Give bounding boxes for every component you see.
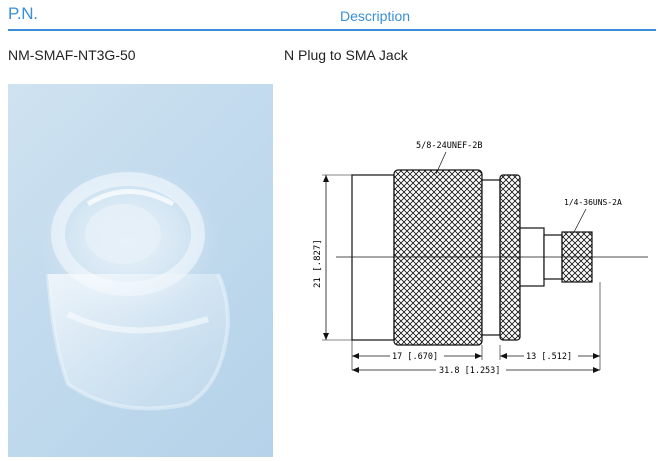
product-description: N Plug to SMA Jack <box>284 47 408 63</box>
dim-total-label: 31.8 [1.253] <box>439 366 500 376</box>
product-row: NM-SMAF-NT3G-50 N Plug to SMA Jack <box>0 44 662 68</box>
dim-height-label: 21 [.827] <box>313 239 323 288</box>
table-header: P.N. Description <box>0 0 662 31</box>
knurled-nut <box>393 169 483 346</box>
connector-body <box>351 174 395 341</box>
knurled-ring <box>499 174 521 341</box>
header-divider <box>8 29 656 31</box>
product-photo <box>8 84 273 457</box>
description-column-header: Description <box>340 8 411 24</box>
pn-column-header: P.N. <box>8 4 38 23</box>
thread-top-label: 5/8-24UNEF-2B <box>416 141 483 151</box>
dim-left-label: 17 [.670] <box>392 352 438 362</box>
thread-right-label: 1/4-36UNS-2A <box>564 198 622 207</box>
dim-right-label: 13 [.512] <box>526 352 572 362</box>
technical-drawing: 21 [.827] 5/8-24UNEF-2B 1/4-36UNS-2A 17 … <box>296 120 658 380</box>
part-number: NM-SMAF-NT3G-50 <box>8 47 136 63</box>
